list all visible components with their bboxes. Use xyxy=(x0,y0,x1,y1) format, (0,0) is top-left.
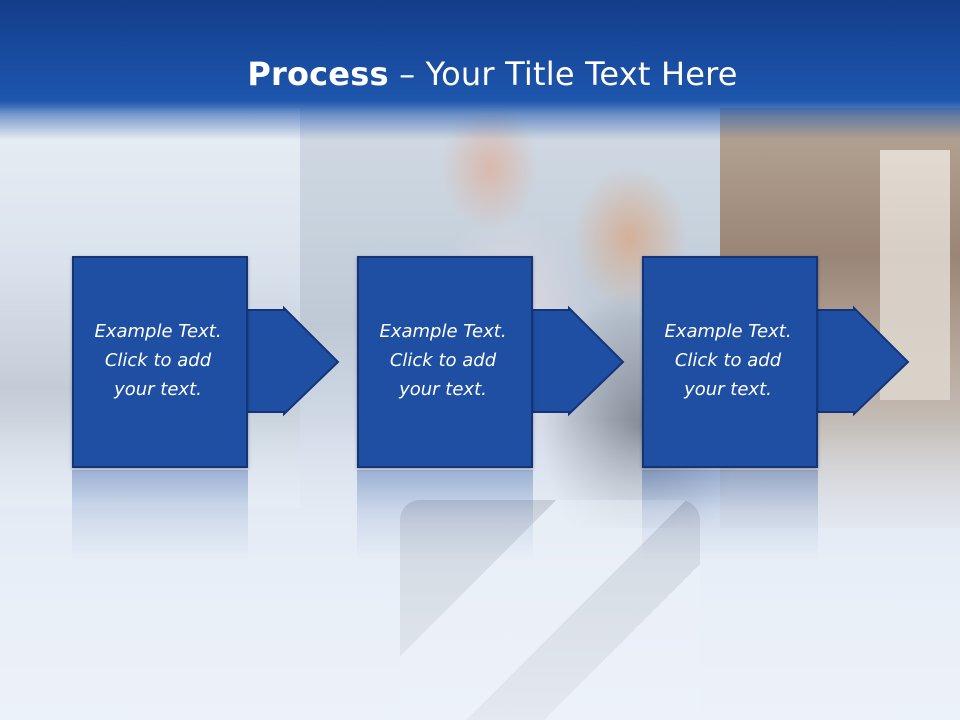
step-line-3: your text. xyxy=(684,378,772,400)
step-line-2: Click to add xyxy=(674,349,782,371)
step-box xyxy=(357,256,533,468)
step-reflection xyxy=(72,470,248,560)
arrow-right-icon xyxy=(528,305,625,417)
step-line-3: your text. xyxy=(114,378,202,400)
step-text[interactable]: Example Text. Click to add your text. xyxy=(642,256,814,464)
step-line-2: Click to add xyxy=(104,349,212,371)
title-bar xyxy=(0,0,960,140)
title-rest: – Your Title Text Here xyxy=(388,55,738,93)
step-line-1: Example Text. xyxy=(379,320,507,342)
step-box xyxy=(642,256,818,468)
step-box xyxy=(72,256,248,468)
step-text[interactable]: Example Text. Click to add your text. xyxy=(72,256,244,464)
arrow-right-icon xyxy=(243,305,340,417)
step-reflection xyxy=(357,470,533,560)
step-reflection xyxy=(642,470,818,560)
title-strong: Process xyxy=(247,55,389,93)
slide-title[interactable]: Process – Your Title Text Here xyxy=(0,52,960,96)
step-line-3: your text. xyxy=(399,378,487,400)
process-step-3[interactable]: Example Text. Click to add your text. xyxy=(642,256,912,468)
process-step-1[interactable]: Example Text. Click to add your text. xyxy=(72,256,342,468)
arrow-right-icon xyxy=(813,305,910,417)
step-line-1: Example Text. xyxy=(664,320,792,342)
step-line-2: Click to add xyxy=(389,349,497,371)
background-fade xyxy=(0,420,960,720)
process-step-2[interactable]: Example Text. Click to add your text. xyxy=(357,256,627,468)
step-line-1: Example Text. xyxy=(94,320,222,342)
step-text[interactable]: Example Text. Click to add your text. xyxy=(357,256,529,464)
